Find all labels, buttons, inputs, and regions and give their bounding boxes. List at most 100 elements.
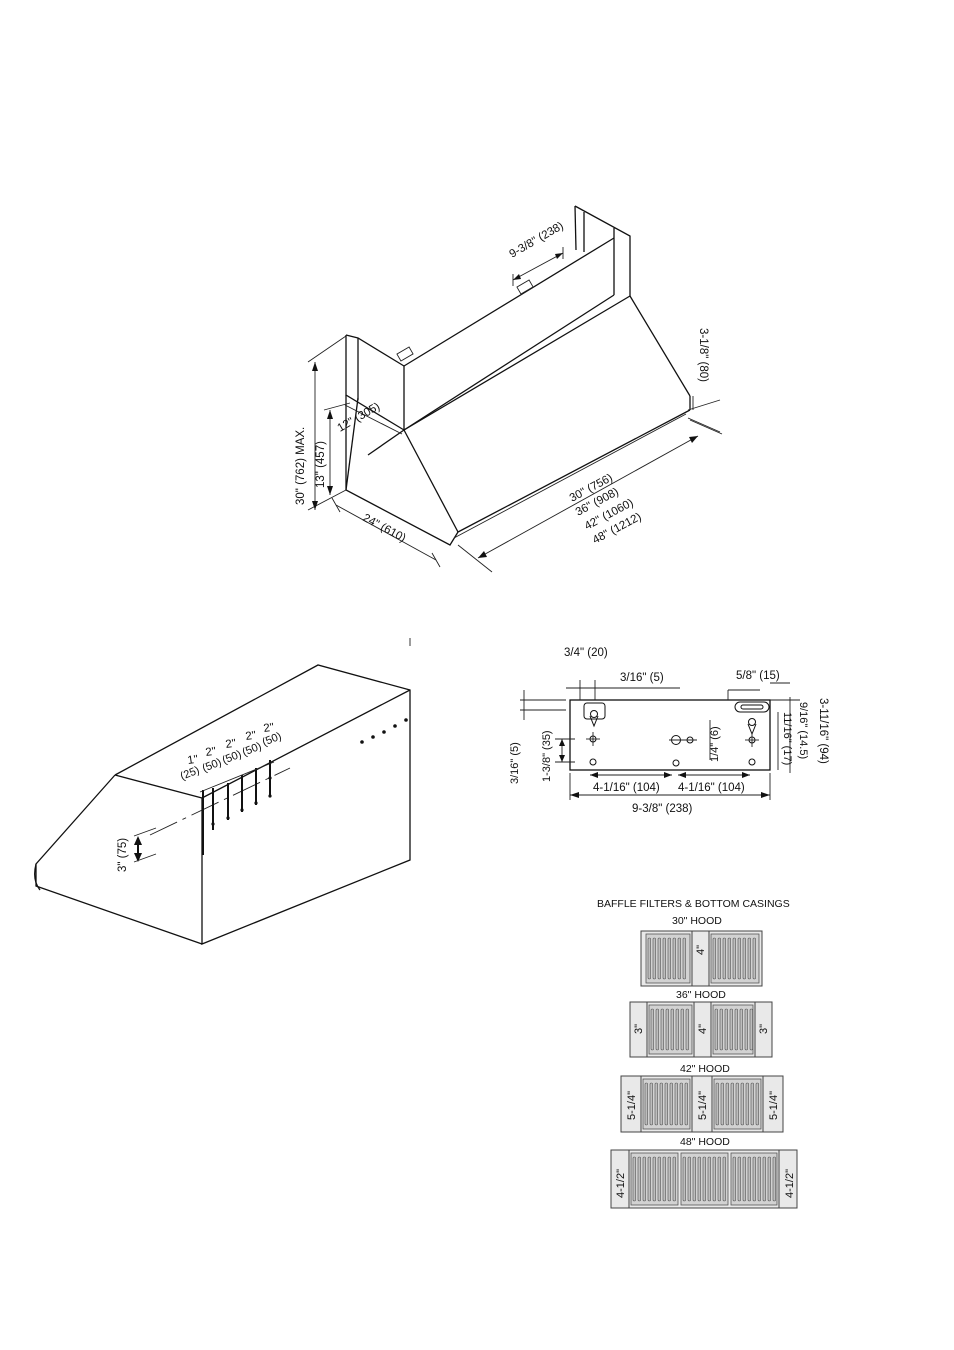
- filter-36-center: 4": [697, 1024, 709, 1034]
- baffle-slot: [655, 1008, 659, 1051]
- bracket-dim-c: 5/8" (15): [736, 670, 780, 682]
- baffle-slot: [717, 1156, 721, 1202]
- bracket-dim-a: 3/4" (20): [564, 647, 608, 659]
- side-mm-4: (50): [241, 740, 264, 758]
- side-in-5: 2": [263, 722, 275, 735]
- dim-depth: 24" (610): [361, 512, 408, 545]
- side-mm-3: (50): [221, 748, 244, 766]
- baffle-slot: [660, 1008, 664, 1051]
- baffle-slot: [682, 1156, 686, 1202]
- baffle-slot: [664, 1082, 668, 1126]
- baffle-slot: [667, 937, 671, 980]
- baffle-slot: [644, 1082, 648, 1126]
- dim-max-height: 30" (762) MAX.: [295, 427, 307, 505]
- baffle-filters-diagram: BAFFLE FILTERS & BOTTOM CASINGS 30" HOOD…: [597, 898, 798, 1209]
- bracket-dim-d: 3-11/16" (94): [817, 698, 829, 764]
- baffle-slot: [685, 1008, 689, 1051]
- baffle-slot: [659, 1082, 663, 1126]
- side-in-1: 1": [187, 754, 199, 767]
- baffle-slot: [697, 1156, 701, 1202]
- bracket-dim-l: 9-3/8" (238): [632, 803, 693, 815]
- baffle-slot: [747, 937, 751, 980]
- baffle-slot: [714, 1008, 718, 1051]
- baffle-slot: [722, 937, 726, 980]
- baffle-slot: [665, 1008, 669, 1051]
- baffle-slot: [672, 937, 676, 980]
- baffle-slot: [734, 1008, 738, 1051]
- dim-lip: 3-1/8" (80): [697, 328, 709, 382]
- filter-42-left: 5-1/4": [626, 1091, 638, 1120]
- baffle-slot: [649, 1082, 653, 1126]
- filters-title: BAFFLE FILTERS & BOTTOM CASINGS: [597, 898, 790, 910]
- baffle-slot: [729, 1008, 733, 1051]
- baffle-slot: [675, 1008, 679, 1051]
- baffle-slot: [702, 1156, 706, 1202]
- baffle-slot: [715, 1082, 719, 1126]
- baffle-slot: [647, 937, 651, 980]
- baffle-slot: [682, 937, 686, 980]
- side-mm-1: (25): [179, 764, 202, 782]
- filter-48-right: 4-1/2": [784, 1169, 796, 1198]
- baffle-slot: [749, 1008, 753, 1051]
- bracket-dim-e: 9/16" (14.5): [797, 702, 809, 759]
- filter-48-label: 48" HOOD: [680, 1136, 730, 1148]
- baffle-slot: [740, 1082, 744, 1126]
- baffle-slot: [670, 1008, 674, 1051]
- baffle-slot: [767, 1156, 771, 1202]
- filter-42-right: 5-1/4": [768, 1091, 780, 1120]
- bracket-dim-f: 11/16" (17): [781, 712, 793, 765]
- baffle-slot: [755, 1082, 759, 1126]
- baffle-slot: [735, 1082, 739, 1126]
- baffle-slot: [725, 1082, 729, 1126]
- filter-48-left: 4-1/2": [615, 1169, 627, 1198]
- baffle-slot: [717, 937, 721, 980]
- baffle-slot: [652, 1156, 656, 1202]
- baffle-slot: [737, 1156, 741, 1202]
- baffle-slot: [677, 937, 681, 980]
- baffle-slot: [739, 1008, 743, 1051]
- bracket-dim-h: 3/16" (5): [509, 742, 521, 784]
- bracket-dim-b: 3/16" (5): [620, 672, 664, 684]
- baffle-slot: [757, 1156, 761, 1202]
- baffle-slot: [657, 1156, 661, 1202]
- baffle-slot: [679, 1082, 683, 1126]
- baffle-slot: [684, 1082, 688, 1126]
- baffle-slot: [672, 1156, 676, 1202]
- baffle-slot: [772, 1156, 776, 1202]
- baffle-panel: [648, 1004, 693, 1055]
- filter-42-center: 5-1/4": [697, 1091, 709, 1120]
- baffle-slot: [730, 1082, 734, 1126]
- baffle-slot: [742, 937, 746, 980]
- baffle-slot: [744, 1008, 748, 1051]
- side-in-3: 2": [225, 738, 237, 751]
- side-vertical: 3" (75): [117, 838, 129, 872]
- filter-30-label: 30" HOOD: [672, 915, 722, 927]
- bracket-dim-i: 1-3/8" (35): [541, 730, 553, 782]
- baffle-slot: [732, 1156, 736, 1202]
- baffle-slot: [642, 1156, 646, 1202]
- filter-30-center: 4": [695, 945, 707, 955]
- baffle-slot: [654, 1082, 658, 1126]
- baffle-slot: [650, 1008, 654, 1051]
- baffle-slot: [669, 1082, 673, 1126]
- bracket-dim-j: 4-1/16" (104): [593, 782, 660, 794]
- baffle-slot: [662, 937, 666, 980]
- baffle-slot: [750, 1082, 754, 1126]
- side-in-2: 2": [205, 746, 217, 759]
- baffle-slot: [737, 937, 741, 980]
- baffle-slot: [762, 1156, 766, 1202]
- filter-36-left: 3": [633, 1024, 645, 1034]
- baffle-slot: [712, 937, 716, 980]
- baffle-slot: [674, 1082, 678, 1126]
- baffle-slot: [719, 1008, 723, 1051]
- baffle-slot: [667, 1156, 671, 1202]
- side-in-4: 2": [245, 730, 257, 743]
- dim-body-height: 13" (457): [315, 441, 327, 488]
- filter-36-right: 3": [758, 1024, 770, 1034]
- baffle-slot: [647, 1156, 651, 1202]
- baffle-slot: [632, 1156, 636, 1202]
- baffle-slot: [692, 1156, 696, 1202]
- baffle-slot: [722, 1156, 726, 1202]
- bracket-dim-k: 4-1/16" (104): [678, 782, 745, 794]
- baffle-slot: [752, 937, 756, 980]
